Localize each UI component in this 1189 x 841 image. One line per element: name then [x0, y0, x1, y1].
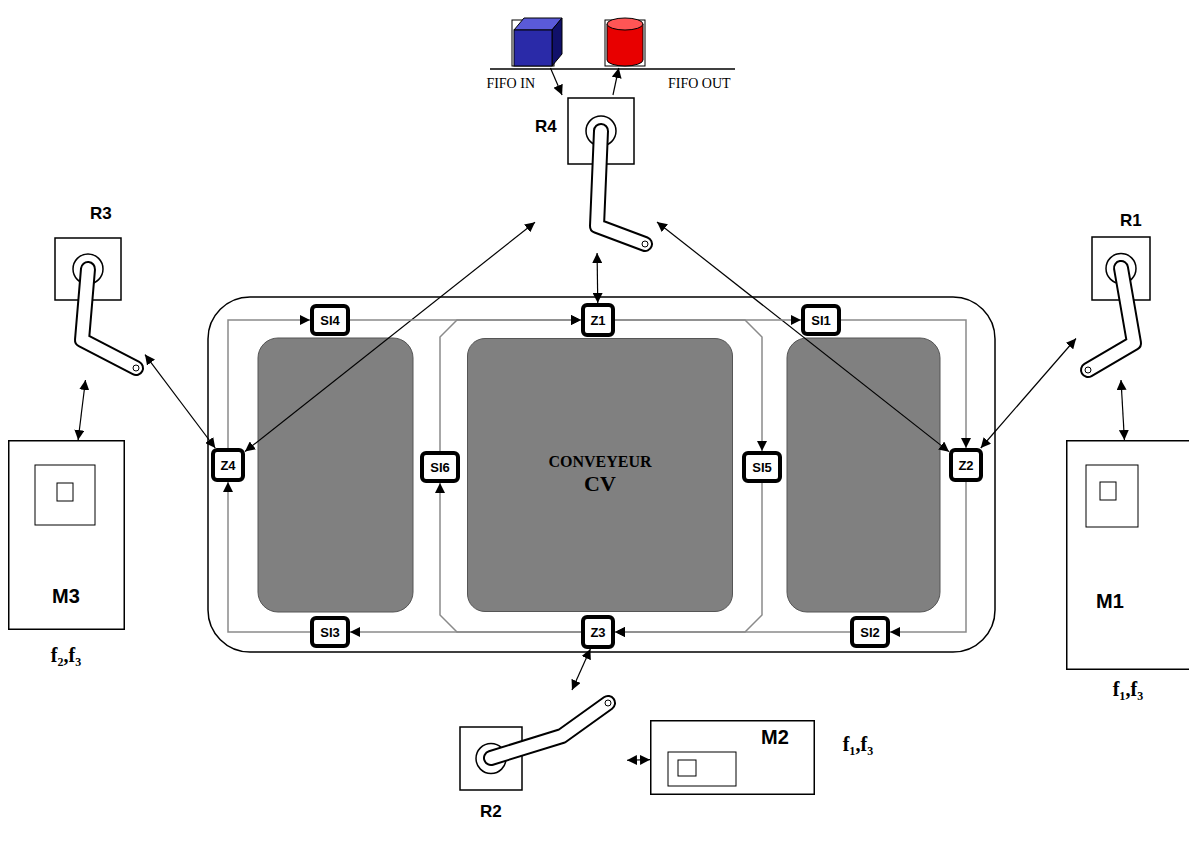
node-label: Z3 [590, 625, 605, 640]
fifo-out: FIFO OUT [603, 10, 647, 68]
conveyor-track [890, 482, 966, 632]
machine-shape [1066, 440, 1189, 670]
fifoout-shape [603, 10, 647, 68]
conveyor-island [787, 338, 940, 612]
node-label: SI6 [430, 460, 450, 475]
robot-arm [597, 131, 645, 244]
robot-arm-fill [597, 131, 645, 244]
fifoin-shape [510, 10, 566, 68]
sensor-box: SI5 [742, 451, 782, 483]
node-label: R4 [535, 117, 557, 137]
machine-body [1067, 441, 1189, 670]
machine: M2 [650, 720, 815, 795]
node-label: R1 [1120, 211, 1142, 231]
sensor-box: SI2 [850, 616, 890, 648]
machine-part [678, 760, 696, 776]
cylinder-top [607, 18, 643, 30]
robot: R1 [1076, 205, 1156, 380]
node-label: M3 [52, 585, 80, 608]
transfer-arrow [627, 759, 650, 761]
robot-gripper [605, 700, 611, 706]
conveyor-track [228, 320, 310, 448]
machine-shape [650, 720, 815, 795]
transfer-arrow [145, 355, 215, 448]
transfer-arrow [1121, 380, 1124, 440]
machine-table [668, 752, 736, 786]
robot-shape [452, 690, 627, 835]
zone-box: Z1 [581, 303, 615, 337]
sensor-box: SI6 [420, 451, 460, 483]
robot: R4 [535, 95, 657, 253]
node-label: FIFO IN [486, 76, 535, 92]
robot-shape [48, 200, 145, 380]
sensor-box: SI3 [310, 616, 350, 648]
transfer-arrow [981, 339, 1076, 449]
robot-gripper [642, 241, 648, 247]
node-label: R2 [480, 802, 502, 822]
transfer-arrow [550, 68, 562, 95]
robot: R2 [452, 690, 627, 835]
node-label: SI5 [752, 460, 772, 475]
cube-side [552, 18, 562, 66]
node-label: M2 [761, 726, 789, 749]
cube-front [514, 30, 552, 66]
function-label: f₁,f₃ [843, 733, 873, 756]
conveyor-outline [208, 297, 995, 652]
node-label: SI3 [320, 625, 340, 640]
robot-arm-fill [82, 269, 136, 368]
conveyor-track [228, 482, 310, 632]
sensor-box: SI4 [310, 304, 350, 336]
conveyor-island [258, 338, 413, 612]
machine-part [1100, 482, 1116, 500]
zone-box: Z3 [581, 615, 615, 649]
transfer-arrow [613, 68, 619, 95]
robot-arm-fill [491, 703, 608, 758]
conveyor-title: CV [584, 471, 616, 497]
node-label: SI2 [860, 625, 880, 640]
node-label: FIFO OUT [668, 76, 731, 92]
robot-arm [1088, 268, 1134, 370]
zone-box: Z4 [211, 448, 245, 482]
machine-body [651, 721, 815, 795]
robot-arm-fill [1088, 268, 1134, 370]
fifo-in: FIFO IN [510, 10, 566, 68]
node-label: SI4 [320, 313, 340, 328]
transfer-arrow [78, 380, 85, 440]
robot-shape [1076, 205, 1156, 380]
node-label: Z1 [590, 313, 605, 328]
machine-table [1086, 465, 1138, 527]
conveyor-title: CONVEYEUR [548, 453, 651, 471]
zone-box: Z2 [949, 448, 983, 482]
fifo-shelf [490, 68, 735, 70]
node-label: SI1 [811, 313, 831, 328]
machine: M1 [1066, 440, 1189, 670]
conveyor-block: CONVEYEURCV [467, 338, 733, 612]
robot: R3 [48, 200, 145, 380]
node-label: M1 [1096, 590, 1124, 613]
robot-gripper [133, 365, 139, 371]
robot-gripper [1085, 367, 1091, 373]
function-label: f₂,f₃ [51, 644, 81, 667]
machine-part [57, 483, 73, 501]
function-label: f₁,f₃ [1113, 678, 1143, 701]
node-label: R3 [90, 204, 112, 224]
sensor-box: SI1 [801, 304, 841, 336]
node-label: Z4 [220, 458, 235, 473]
machine: M3 [8, 440, 125, 630]
transfer-arrow [572, 649, 590, 690]
transfer-arrow [596, 253, 598, 303]
robot-arm [82, 269, 136, 368]
conveyor-track [841, 320, 966, 448]
robot-arm [491, 703, 608, 758]
node-label: Z2 [958, 458, 973, 473]
machine-table [35, 465, 95, 525]
machine-body [9, 441, 125, 630]
